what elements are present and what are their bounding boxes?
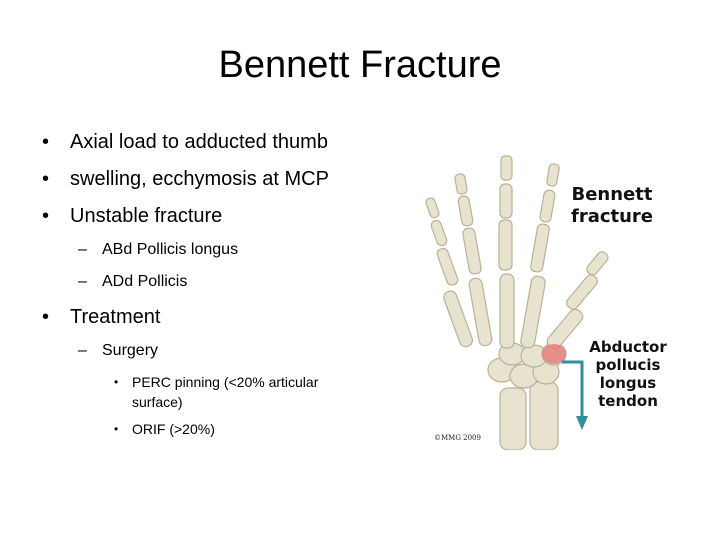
fracture-highlight	[542, 344, 566, 364]
hand-illustration: Bennett fracture Abductor pollucis longu…	[425, 155, 667, 450]
fracture-label-line-1: Bennett	[572, 184, 653, 205]
bullet-marker: •	[42, 306, 50, 328]
sub-bullet-item: – Surgery	[40, 340, 400, 362]
bullet-text: Treatment	[70, 306, 161, 328]
fracture-label-line-2: fracture	[571, 206, 653, 227]
bullet-marker: •	[42, 168, 50, 190]
bullet-marker: •	[114, 375, 119, 389]
bullet-item: • Treatment	[40, 303, 400, 331]
sub-sub-bullet-text: ORIF (>20%)	[132, 421, 215, 437]
sub-bullet-item: – ABd Pollicis longus	[40, 239, 400, 261]
sub-sub-bullet-item: • ORIF (>20%)	[40, 419, 322, 439]
bullet-text: swelling, ecchymosis at MCP	[70, 168, 329, 190]
sub-bullet-item: – ADd Pollicis	[40, 271, 400, 293]
sub-bullet-text: ADd Pollicis	[102, 273, 188, 290]
dash-marker: –	[78, 342, 87, 359]
bullet-item: • swelling, ecchymosis at MCP	[40, 165, 400, 193]
slide-title: Bennett Fracture	[218, 44, 502, 86]
dash-marker: –	[78, 241, 87, 258]
tendon-label-line-1: Abductor	[589, 338, 667, 356]
tendon-label-line-4: tendon	[598, 392, 658, 410]
tendon-label-line-3: longus	[600, 374, 657, 392]
bullet-text: Unstable fracture	[70, 205, 223, 227]
bullet-item: • Axial load to adducted thumb	[40, 128, 400, 156]
sub-bullet-text: ABd Pollicis longus	[102, 241, 239, 258]
bullet-marker: •	[42, 131, 50, 153]
tendon-arrow-icon	[576, 416, 588, 430]
bullet-list: • Axial load to adducted thumb • swellin…	[40, 128, 400, 446]
tendon	[562, 360, 584, 420]
sub-sub-bullet-item: • PERC pinning (<20% articular surface)	[40, 372, 322, 412]
sub-sub-bullet-text: PERC pinning (<20% articular surface)	[132, 374, 319, 410]
hand-bones	[425, 155, 609, 450]
bullet-text: Axial load to adducted thumb	[70, 131, 328, 153]
sub-bullet-text: Surgery	[102, 342, 159, 359]
bullet-marker: •	[42, 205, 50, 227]
dash-marker: –	[78, 273, 87, 290]
copyright-text: ©MMG 2009	[434, 434, 481, 442]
bullet-marker: •	[114, 422, 119, 436]
tendon-label-line-2: pollucis	[596, 356, 661, 374]
bullet-item: • Unstable fracture	[40, 202, 400, 230]
